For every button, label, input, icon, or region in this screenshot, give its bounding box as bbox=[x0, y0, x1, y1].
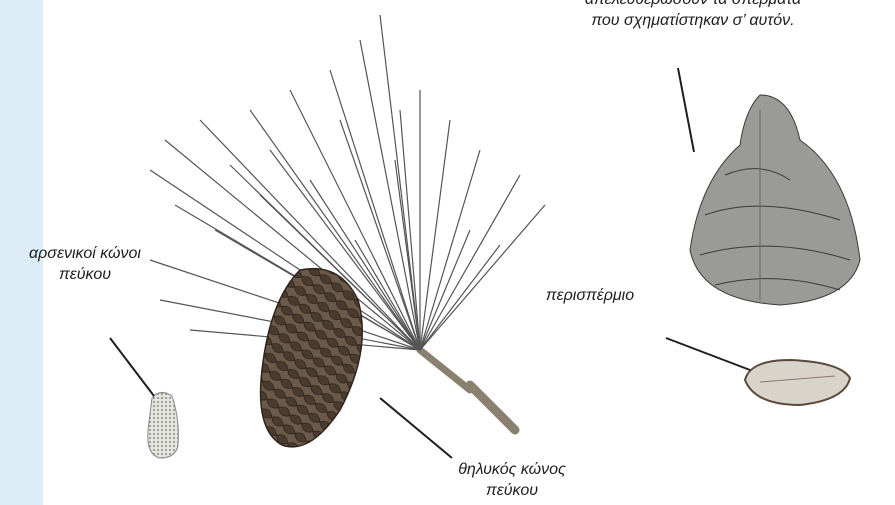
female-cone-label: θηλυκός κώνος πεύκου bbox=[432, 459, 592, 501]
leader-male bbox=[110, 338, 154, 396]
perisperm-label: περισπέρμιο bbox=[520, 285, 660, 306]
open-cone-label: απελευθερώσουν τα σπέρματα που σχηματίστ… bbox=[528, 0, 858, 31]
male-cones-label: αρσενικοί κώνοι πεύκου bbox=[0, 243, 170, 285]
branch-stem bbox=[470, 385, 515, 430]
open-cone bbox=[690, 95, 860, 305]
perisperm-seed bbox=[745, 360, 850, 405]
leader-female bbox=[380, 398, 452, 458]
leader-open-cone bbox=[678, 68, 694, 152]
male-cone bbox=[148, 392, 179, 458]
female-cone bbox=[261, 269, 363, 447]
leader-perisperm bbox=[666, 338, 750, 370]
